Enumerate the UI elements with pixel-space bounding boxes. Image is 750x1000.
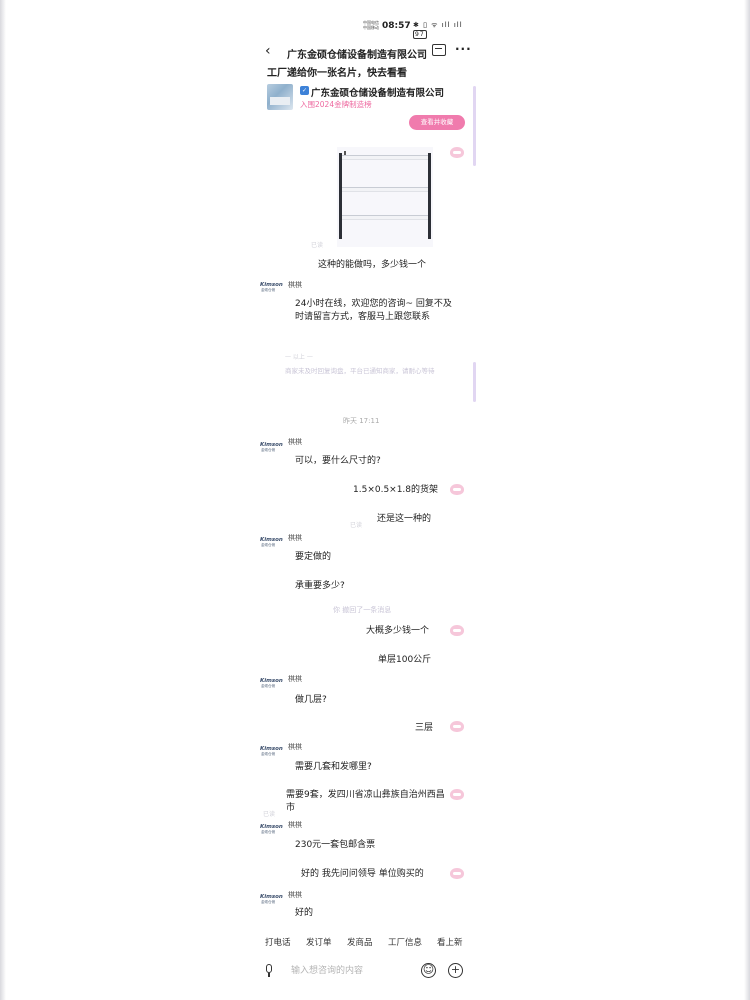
carrier-labels: 中国电信 中国移动 bbox=[363, 20, 379, 30]
merchant-avatar: Kimson 金硕仓储 bbox=[260, 824, 283, 834]
sender-name: 棋棋 bbox=[288, 675, 302, 683]
chat-message: 大概多少钱一个 bbox=[366, 626, 430, 636]
view-and-save-button[interactable]: 查看并收藏 bbox=[409, 115, 465, 130]
chat-message: 承重要多少? bbox=[295, 581, 345, 591]
back-arrow-icon[interactable]: ‹ bbox=[265, 43, 271, 59]
more-icon[interactable]: ··· bbox=[455, 42, 472, 56]
carrier-2: 中国移动 bbox=[363, 25, 379, 30]
emoji-icon[interactable]: ☺ bbox=[421, 963, 436, 978]
read-receipt: 已读 bbox=[350, 522, 363, 529]
merchant-avatar: Kimson 金硕仓储 bbox=[260, 894, 283, 904]
microphone-icon[interactable] bbox=[265, 964, 273, 978]
quick-action-new-arrivals[interactable]: 看上新 bbox=[437, 938, 463, 948]
chat-message: 好的 bbox=[295, 908, 314, 918]
scroll-indicator bbox=[473, 86, 476, 166]
system-notice: 商家未及时回复询盘，平台已通知商家，请耐心等待 bbox=[285, 367, 435, 375]
sender-name: 棋棋 bbox=[288, 821, 302, 829]
scan-edge-left bbox=[0, 0, 6, 1000]
status-icons: ✱ ▯ ᯤ ıll ıll 97 bbox=[413, 21, 475, 39]
chat-message: 三层 bbox=[415, 723, 434, 733]
chat-message: 要定做的 bbox=[295, 552, 332, 562]
chat-message: 做几层? bbox=[295, 695, 327, 705]
chat-timestamp: 昨天 17:11 bbox=[343, 417, 380, 425]
status-bar: 中国电信 中国移动 08:57 ✱ ▯ ᯤ ıll ıll 97 bbox=[255, 20, 475, 39]
user-avatar bbox=[448, 481, 466, 497]
message-input-bar: ☺ + bbox=[255, 960, 475, 982]
card-ranking-badge: 入围2024金牌制造榜 bbox=[300, 100, 372, 109]
user-avatar bbox=[448, 786, 466, 802]
business-card[interactable]: ✓ 广东金硕仓储设备制造有限公司 入围2024金牌制造榜 查看并收藏 bbox=[267, 84, 465, 136]
read-receipt: 已读 bbox=[311, 242, 324, 249]
quick-action-send-product[interactable]: 发商品 bbox=[347, 938, 373, 948]
chat-header: ‹ 广东金硕仓储设备制造有限公司 ··· bbox=[255, 42, 475, 62]
verified-icon: ✓ bbox=[300, 86, 309, 95]
sender-name: 棋棋 bbox=[288, 438, 302, 446]
card-message-title: 工厂递给你一张名片，快去看看 bbox=[267, 68, 407, 79]
user-avatar bbox=[448, 865, 466, 881]
user-avatar bbox=[448, 144, 466, 160]
chat-message: 1.5×0.5×1.8的货架 bbox=[353, 485, 439, 495]
card-company-name: 广东金硕仓储设备制造有限公司 bbox=[311, 88, 445, 99]
quick-action-factory-info[interactable]: 工厂信息 bbox=[388, 938, 423, 948]
sender-name: 棋棋 bbox=[288, 891, 302, 899]
sender-name: 棋棋 bbox=[288, 534, 302, 542]
chat-message: 230元一套包邮含票 bbox=[295, 840, 376, 850]
status-time: 08:57 bbox=[382, 21, 411, 31]
product-image[interactable] bbox=[337, 147, 433, 247]
plus-icon[interactable]: + bbox=[448, 963, 463, 978]
merchant-avatar: Kimson 金硕仓储 bbox=[260, 746, 283, 756]
chat-message: 单层100公斤 bbox=[378, 655, 432, 665]
chat-message: 可以，要什么尺寸的? bbox=[295, 456, 381, 466]
chat-message: 好的 我先问问领导 单位购买的 bbox=[301, 869, 424, 879]
scroll-indicator bbox=[473, 362, 476, 402]
chat-message: 需要9套，发四川省凉山彝族自治州西昌市 bbox=[286, 790, 445, 813]
recall-notice: 你 撤回了一条消息 bbox=[333, 606, 392, 614]
merchant-avatar: Kimson 金硕仓储 bbox=[260, 678, 283, 688]
chat-message: 这种的能做吗，多少钱一个 bbox=[318, 260, 427, 270]
carrier-1: 中国电信 bbox=[363, 20, 379, 25]
phone-screen: 中国电信 中国移动 08:57 ✱ ▯ ᯤ ıll ıll 97 ‹ 广东金硕仓… bbox=[255, 14, 476, 994]
quick-action-send-order[interactable]: 发订单 bbox=[306, 938, 332, 948]
user-avatar bbox=[448, 718, 466, 734]
factory-thumbnail bbox=[267, 84, 293, 110]
chat-message: 还是这一种的 bbox=[377, 514, 432, 524]
chat-message: 24小时在线，欢迎您的咨询~ 回复不及时请留言方式，客服马上跟您联系 bbox=[295, 299, 452, 322]
user-avatar bbox=[448, 622, 466, 638]
quick-action-call[interactable]: 打电话 bbox=[265, 938, 291, 948]
chat-message: 需要几套和发哪里? bbox=[295, 762, 372, 772]
sender-name: 棋棋 bbox=[288, 281, 302, 289]
message-input[interactable] bbox=[291, 964, 421, 978]
merchant-avatar: Kimson 金硕仓储 bbox=[260, 442, 283, 452]
battery-icon: 97 bbox=[413, 30, 427, 39]
chat-title: 广东金硕仓储设备制造有限公司 bbox=[287, 50, 427, 61]
merchant-avatar: Kimson 金硕仓储 bbox=[260, 282, 283, 292]
quick-actions-bar: 打电话 发订单 发商品 工厂信息 看上新 bbox=[255, 936, 475, 952]
store-icon[interactable] bbox=[432, 44, 446, 56]
sender-name: 棋棋 bbox=[288, 743, 302, 751]
system-divider: 一 以上 一 bbox=[285, 354, 313, 361]
signal-icons: ✱ ▯ ᯤ ıll ıll bbox=[413, 21, 463, 29]
scan-edge-right bbox=[744, 0, 750, 1000]
merchant-avatar: Kimson 金硕仓储 bbox=[260, 537, 283, 547]
read-receipt: 已读 bbox=[263, 811, 276, 818]
